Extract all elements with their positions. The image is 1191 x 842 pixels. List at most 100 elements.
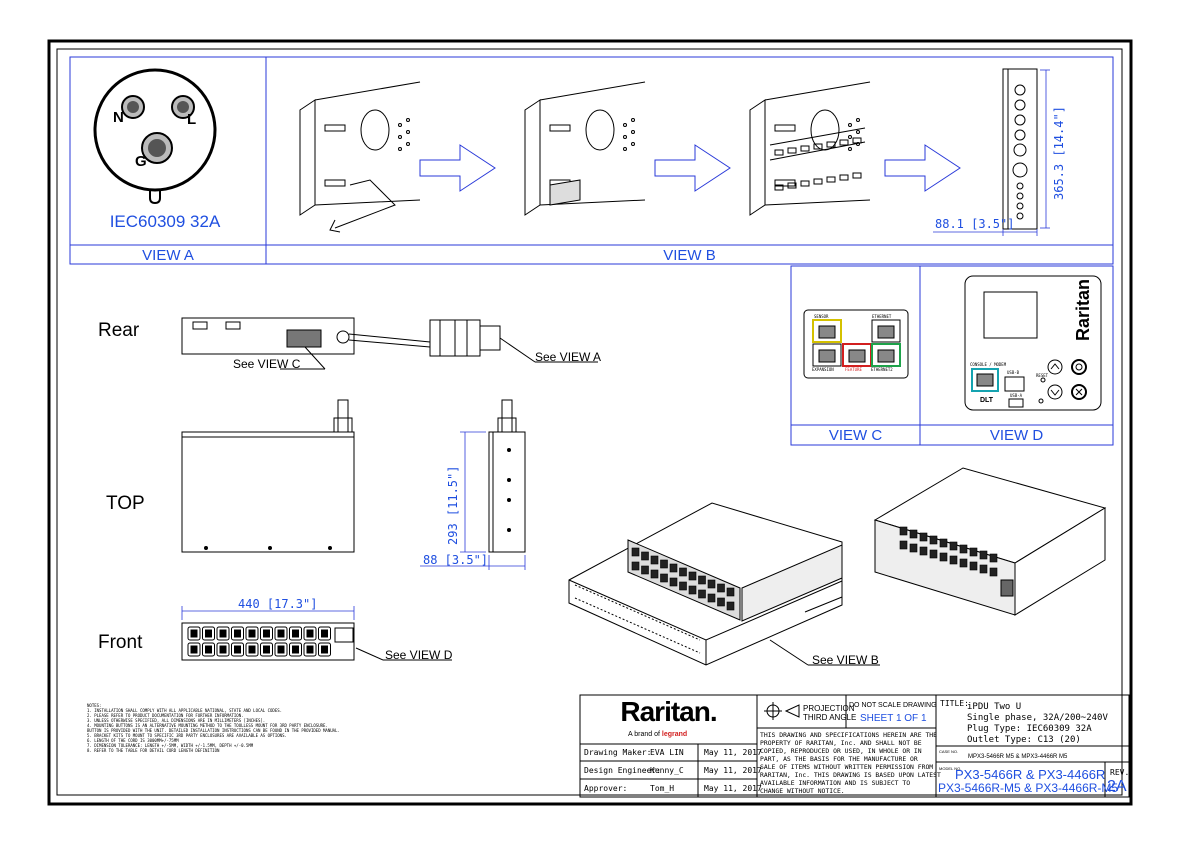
iso-outlet bbox=[650, 569, 659, 579]
usb-a-label: USB-A bbox=[1010, 393, 1023, 398]
dim-viewb-width: 88.1 [3.5"] bbox=[935, 217, 1015, 231]
view-b-label: VIEW B bbox=[663, 247, 716, 264]
usb-b-label: USB-B bbox=[1007, 370, 1020, 375]
iso-outlet bbox=[949, 555, 958, 565]
outlet-socket bbox=[292, 645, 299, 654]
disclaimer-line: PART, AS THE BASIS FOR THE MANUFACTURE O… bbox=[760, 755, 918, 763]
iso-outlet bbox=[726, 587, 735, 597]
rev-value: 2A bbox=[1107, 778, 1127, 795]
iso-outlet bbox=[929, 549, 938, 559]
view-cd-frame bbox=[790, 265, 1114, 446]
iso-outlet bbox=[688, 571, 697, 581]
disclaimer-line: PROPERTY OF RARITAN, Inc. AND SHALL NOT … bbox=[760, 739, 922, 747]
side-view-dimensions bbox=[420, 431, 526, 570]
see-view-d-callout: See VIEW D bbox=[385, 648, 453, 662]
iso-outlet bbox=[717, 583, 725, 593]
top-view-drawing bbox=[181, 399, 355, 553]
iso-outlet bbox=[650, 555, 659, 565]
outlet-socket bbox=[292, 629, 299, 638]
iso-outlet bbox=[631, 561, 640, 571]
drawing-maker-role: Drawing Maker: bbox=[584, 748, 652, 757]
view-ab-frame bbox=[69, 56, 1114, 265]
iso-outlet bbox=[698, 589, 706, 599]
isometric-view-closed bbox=[873, 467, 1107, 616]
outlet-socket bbox=[248, 645, 256, 654]
outlet-c13 bbox=[216, 626, 230, 641]
rear-label: Rear bbox=[98, 320, 140, 341]
bracket-step-1 bbox=[299, 81, 421, 233]
model-label: MODEL NO. bbox=[939, 766, 962, 771]
title-lines: iPDU Two U Single phase, 32A/200~240V Pl… bbox=[967, 702, 1108, 746]
design-engineer-role: Design Engineer: bbox=[584, 766, 662, 775]
dlt-label: DLT bbox=[980, 397, 994, 404]
outlet-c13 bbox=[187, 626, 201, 641]
view-d-panel-drawing bbox=[964, 275, 1102, 411]
outlet-socket bbox=[219, 645, 227, 654]
outlet-c13 bbox=[202, 642, 215, 657]
outlet-c13 bbox=[274, 626, 288, 641]
outlet-c13 bbox=[187, 642, 201, 657]
outlet-socket bbox=[234, 645, 241, 654]
outlet-c13 bbox=[303, 626, 317, 641]
disclaimer-line: CHANGE WITHOUT NOTICE. bbox=[760, 787, 845, 795]
notes-block: NOTES: 1. INSTALLATION SHALL COMPLY WITH… bbox=[87, 703, 340, 753]
design-engineer-date: May 11, 2017 bbox=[704, 766, 762, 775]
title-line: Plug Type: IEC60309 32A bbox=[967, 724, 1092, 734]
iso-outlet bbox=[909, 529, 918, 539]
rear-view-drawing bbox=[181, 317, 598, 370]
outlet-socket bbox=[277, 629, 285, 638]
dim-side-depth: 293 [11.5"] bbox=[446, 465, 460, 545]
connector-name: IEC60309 32A bbox=[109, 212, 221, 231]
iso-outlet bbox=[979, 564, 988, 574]
pdu-upright-dimensions bbox=[933, 69, 1050, 236]
outlet-c13 bbox=[231, 626, 244, 641]
outlet-c13 bbox=[274, 642, 288, 657]
side-view-drawing bbox=[488, 399, 526, 553]
outlet-socket bbox=[306, 629, 314, 638]
disclaimer-line: RARITAN, Inc. THIS DRAWING IS BASED UPON… bbox=[760, 771, 941, 779]
console-label: CONSOLE / MODEM bbox=[970, 362, 1007, 367]
notes-line: 1. INSTALLATION SHALL COMPLY WITH ALL AP… bbox=[87, 708, 283, 713]
outlet-socket bbox=[248, 629, 256, 638]
outlet-c13 bbox=[318, 642, 331, 657]
iso-outlet bbox=[919, 532, 928, 542]
see-view-a-callout: See VIEW A bbox=[535, 350, 602, 364]
model-line-1: PX3-5466R & PX3-4466R bbox=[955, 767, 1106, 782]
port-feature-label: FEATURE bbox=[845, 367, 862, 372]
iso-outlet bbox=[899, 540, 908, 550]
notes-line: 4. MOUNTING BUTTONS IS AN ALTERNATIVE MO… bbox=[87, 723, 328, 728]
outlet-socket bbox=[219, 629, 227, 638]
outlet-socket bbox=[190, 629, 198, 638]
iso-outlet bbox=[939, 538, 948, 548]
notes-line: 8. REFER TO THE TABLE FOR DETAIL CORD LE… bbox=[87, 748, 220, 753]
drawing-maker-name: EVA LIN bbox=[650, 748, 684, 757]
outlet-c13 bbox=[260, 626, 273, 641]
tagline-text: A brand of bbox=[628, 731, 660, 738]
outlet-c13 bbox=[303, 642, 317, 657]
outlet-c13 bbox=[231, 642, 244, 657]
pin-n-label: N bbox=[113, 109, 124, 126]
outlet-socket bbox=[205, 645, 212, 654]
outlet-socket bbox=[321, 645, 328, 654]
outlet-socket bbox=[306, 645, 314, 654]
iso-outlet bbox=[707, 579, 716, 589]
pin-l-label: L bbox=[187, 111, 197, 128]
title-block-frame bbox=[579, 694, 1130, 798]
iso-outlet bbox=[959, 558, 968, 568]
iec-connector-drawing bbox=[93, 68, 217, 205]
port-expansion-label: EXPANSION bbox=[812, 367, 834, 372]
top-label: TOP bbox=[106, 493, 145, 514]
front-label: Front bbox=[98, 632, 143, 653]
notes-line: 7. DIMENSION TOLERANCE: LENGTH +/-5MM, W… bbox=[87, 743, 254, 748]
disclaimer-line: AVAILABLE INFORMATION AND IS SUBJECT TO bbox=[760, 779, 911, 787]
iso-outlet bbox=[688, 585, 697, 595]
approver-date: May 11, 2017 bbox=[704, 784, 762, 793]
iso-outlet bbox=[641, 565, 649, 575]
drawing-maker-date: May 11, 2017 bbox=[704, 748, 762, 757]
design-engineer-name: Kenny_C bbox=[650, 766, 684, 775]
outlet-c13 bbox=[245, 626, 259, 641]
sheet-number: SHEET 1 OF 1 bbox=[860, 713, 927, 724]
projection-label: PROJECTION bbox=[803, 704, 855, 713]
outlet-c13 bbox=[289, 642, 302, 657]
